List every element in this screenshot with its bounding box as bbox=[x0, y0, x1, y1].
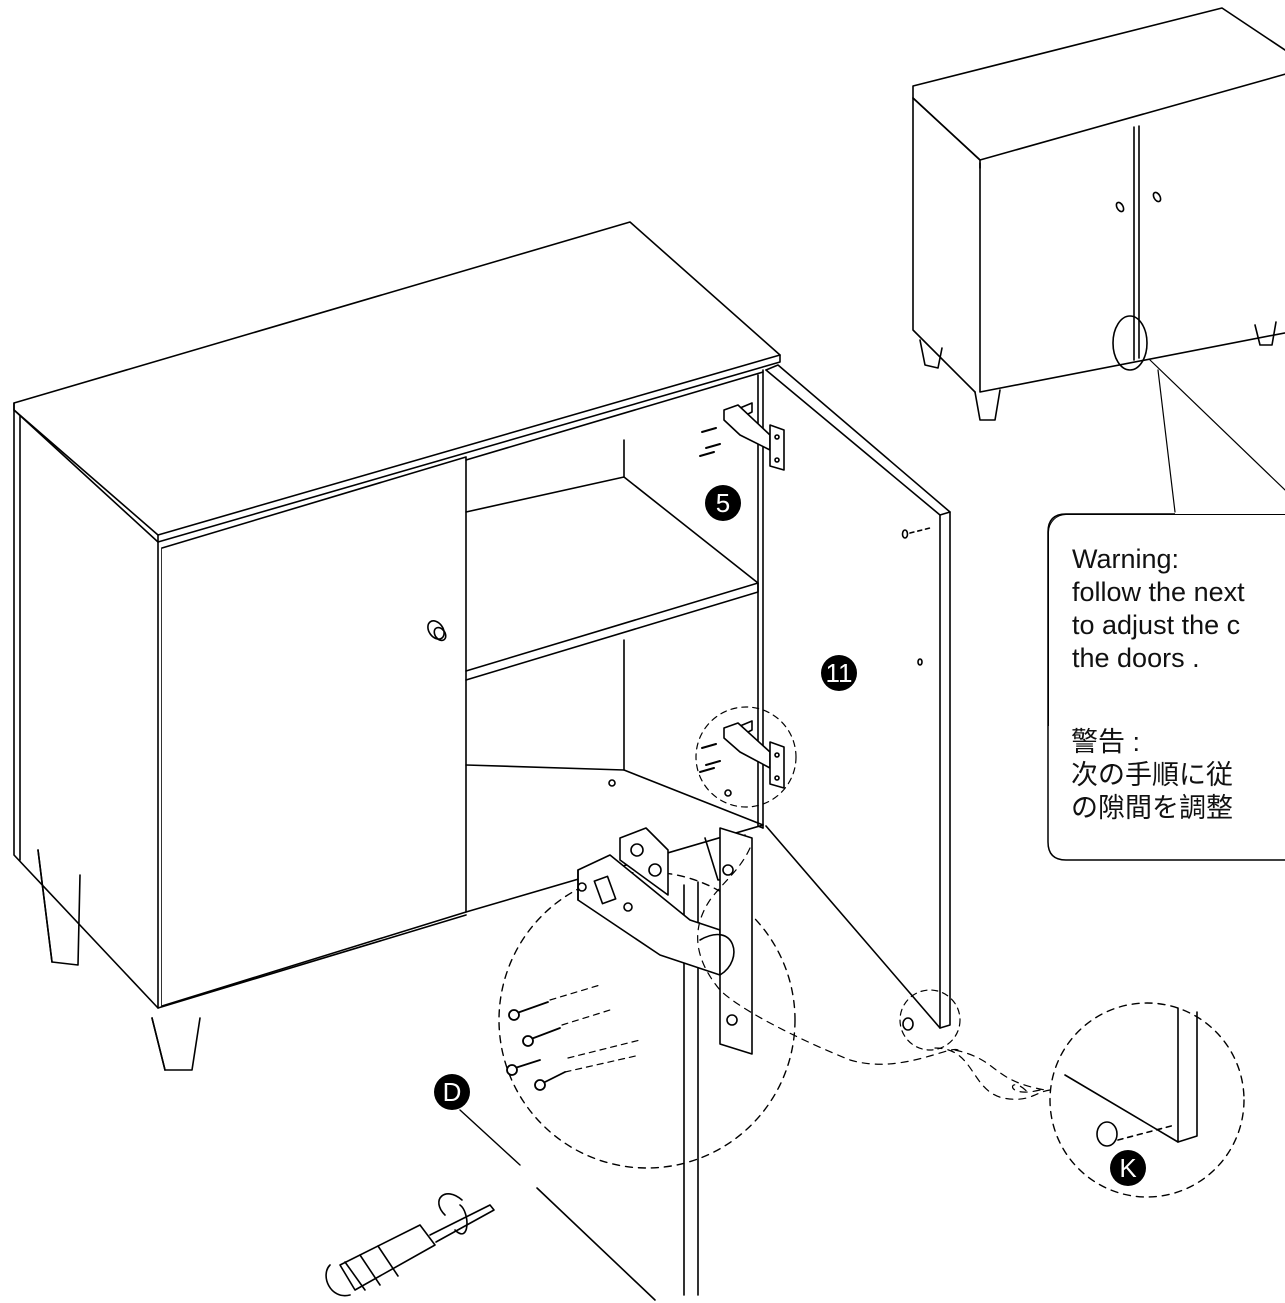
svg-text:5: 5 bbox=[716, 488, 730, 518]
reference-cabinet bbox=[912, 7, 1285, 513]
peg-detail-zoom bbox=[697, 847, 1245, 1198]
svg-text:11: 11 bbox=[826, 658, 853, 688]
warning-note-ja: 警告 : 次の手順に従 の隙間を調整 bbox=[1048, 726, 1285, 858]
svg-text:D: D bbox=[443, 1077, 462, 1107]
warning-line-en-1: follow the next bbox=[1072, 577, 1245, 607]
lower-hinge bbox=[695, 706, 797, 808]
callout-d: D bbox=[434, 1074, 521, 1166]
cabinet-body bbox=[13, 221, 781, 1071]
warning-line-ja-2: の隙間を調整 bbox=[1071, 793, 1233, 823]
warning-note: Warning: follow the next to adjust the c… bbox=[1048, 514, 1285, 726]
callout-5: 5 bbox=[705, 485, 741, 521]
hinge-detail-zoom bbox=[498, 827, 796, 1301]
right-door-panel bbox=[765, 364, 951, 1029]
left-door-knob bbox=[427, 620, 445, 640]
warning-title-ja: 警告 : bbox=[1071, 727, 1141, 757]
warning-line-en-2: to adjust the c bbox=[1072, 610, 1241, 640]
warning-title-en: Warning: bbox=[1072, 544, 1180, 574]
gap-detail-circle bbox=[1112, 315, 1148, 371]
lower-hinge-detail-circle bbox=[695, 706, 797, 808]
upper-hinge bbox=[699, 402, 785, 471]
screwdriver-icon bbox=[325, 1193, 495, 1297]
warning-line-ja-1: 次の手順に従 bbox=[1071, 760, 1233, 790]
warning-line-en-3: the doors . bbox=[1072, 643, 1200, 673]
svg-text:K: K bbox=[1119, 1153, 1137, 1183]
callout-11: 11 bbox=[821, 655, 857, 691]
door-corner-circle bbox=[899, 989, 961, 1051]
callout-k: K bbox=[1110, 1150, 1146, 1186]
screws-d bbox=[506, 1001, 566, 1091]
